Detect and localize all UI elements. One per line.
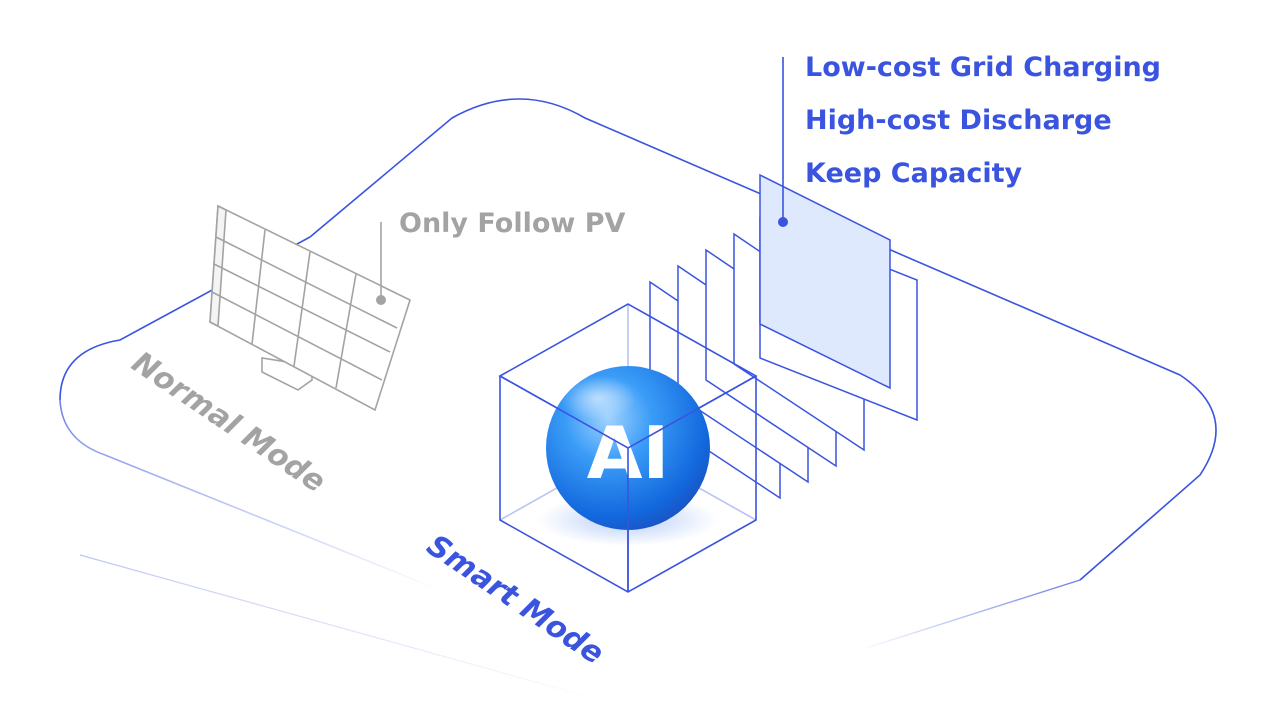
feature-keep-capacity: Keep Capacity	[805, 158, 1023, 189]
platform-front-edge	[59, 399, 441, 591]
platform-lower-edge	[79, 554, 601, 701]
feature-pointer-dot	[778, 217, 788, 227]
feature-low-cost-grid-charging: Low-cost Grid Charging	[805, 52, 1161, 83]
platform-right-front-edge	[859, 579, 1081, 651]
highlighted-panel	[759, 173, 891, 390]
feature-high-cost-discharge: High-cost Discharge	[805, 105, 1112, 136]
platform-outline	[59, 98, 1217, 581]
ai-cube-front	[499, 375, 757, 592]
solar-panel-icon	[209, 204, 411, 412]
panel-stack	[649, 173, 918, 500]
pv-pointer-dot	[376, 295, 386, 305]
pv-label: Only Follow PV	[399, 208, 626, 239]
